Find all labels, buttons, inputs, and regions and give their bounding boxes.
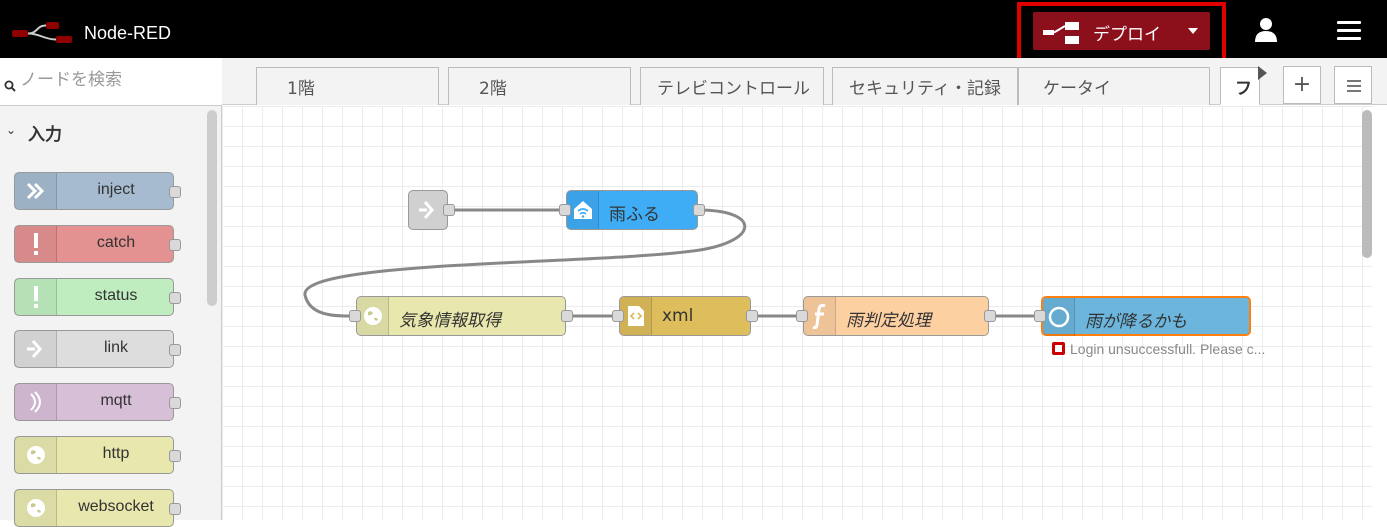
flow-node-label: 雨ふる [609, 205, 660, 225]
flow-node-2[interactable]: 気象情報取得 [356, 296, 566, 336]
chevron-down-icon: ⌄ [6, 123, 17, 137]
category-label: 入力 [28, 125, 62, 145]
palette-node-label: link [103, 339, 128, 357]
canvas-scrollbar[interactable] [1362, 110, 1372, 258]
output-port[interactable] [561, 310, 573, 322]
palette-node-label: http [102, 445, 130, 462]
palette-node-catch[interactable]: catch [14, 224, 181, 263]
tab-0[interactable]: 1階 [256, 67, 439, 105]
code-icon [620, 297, 652, 335]
circle-icon [1043, 298, 1075, 336]
header-bar: Node-RED デプロイ [0, 0, 1387, 68]
app-title: Node-RED [84, 23, 172, 43]
palette-node-label: mqtt [100, 392, 132, 410]
tab-2[interactable]: テレビコントロール [640, 67, 824, 105]
flow-node-3[interactable]: xml [619, 296, 751, 336]
tab-4[interactable]: ケータイ [1018, 67, 1210, 105]
deploy-label: デプロイ [1093, 25, 1161, 45]
output-port[interactable] [169, 397, 181, 410]
input-port[interactable] [559, 204, 571, 216]
exclamation-icon [15, 278, 57, 315]
menu-icon[interactable] [1337, 21, 1361, 45]
palette-node-mqtt[interactable]: mqtt [14, 383, 181, 422]
palette-node-inject[interactable]: inject [14, 172, 181, 210]
output-port[interactable] [169, 502, 181, 515]
palette-node-http[interactable]: http [14, 436, 181, 474]
list-icon-line [1347, 90, 1361, 92]
output-port[interactable] [693, 204, 705, 216]
globe-icon [357, 297, 389, 335]
list-flows-button[interactable] [1334, 66, 1372, 104]
flow-node-label: xml [662, 306, 694, 326]
palette-node-label: status [94, 286, 138, 304]
deploy-button[interactable]: デプロイ [1033, 12, 1210, 50]
tab-3[interactable]: セキュリティ・記録 [832, 67, 1018, 105]
user-icon[interactable] [1255, 18, 1277, 46]
link-in-icon [409, 191, 447, 229]
arrow-in-icon [15, 173, 57, 209]
globe-icon [15, 437, 57, 473]
add-flow-button[interactable]: + [1283, 66, 1321, 104]
link-arrow-icon [15, 331, 57, 368]
function-icon [804, 297, 836, 335]
output-port[interactable] [746, 310, 758, 322]
input-port[interactable] [1034, 310, 1046, 322]
node-status-text: Login unsuccessfull. Please c... [1070, 341, 1266, 357]
list-icon [1347, 80, 1361, 82]
palette-node-label: inject [97, 181, 135, 198]
palette-node-label: websocket [78, 497, 154, 515]
node-red-logo-icon [12, 22, 74, 48]
list-icon-line [1347, 85, 1361, 87]
output-port[interactable] [169, 344, 181, 357]
flow-node-5[interactable]: 雨が降るかも [1041, 296, 1251, 336]
scroll-right-icon[interactable] [1258, 66, 1267, 80]
input-port[interactable] [796, 310, 808, 322]
flow-node-label: 雨判定処理 [846, 311, 931, 331]
deploy-icon [1043, 22, 1079, 48]
status-indicator-icon [1052, 342, 1065, 355]
flow-node-0[interactable] [408, 190, 448, 230]
input-port[interactable] [349, 310, 361, 322]
palette-node-label: catch [96, 233, 136, 251]
flow-node-label: 気象情報取得 [399, 311, 501, 331]
flow-node-label: 雨が降るかも [1085, 312, 1187, 332]
exclamation-icon [15, 225, 57, 262]
output-port[interactable] [169, 238, 181, 251]
tab-5[interactable]: フ [1220, 67, 1260, 105]
palette-node-link[interactable]: link [14, 330, 181, 369]
output-port[interactable] [169, 186, 181, 198]
output-port[interactable] [984, 310, 996, 322]
output-port[interactable] [169, 291, 181, 304]
radio-waves-icon [15, 384, 57, 421]
input-port[interactable] [612, 310, 624, 322]
flow-node-1[interactable]: 雨ふる [566, 190, 698, 230]
output-port[interactable] [169, 450, 181, 462]
flow-node-4[interactable]: 雨判定処理 [803, 296, 989, 336]
tab-1[interactable]: 2階 [448, 67, 631, 105]
wifi-home-icon [567, 191, 599, 229]
palette-search [0, 58, 222, 106]
search-input[interactable] [20, 70, 200, 90]
output-port[interactable] [443, 204, 455, 216]
palette-node-status[interactable]: status [14, 277, 181, 316]
palette-scrollbar[interactable] [207, 110, 217, 306]
palette-category-input[interactable]: ⌄ 入力 [0, 106, 204, 154]
search-icon [4, 77, 16, 96]
chevron-down-icon[interactable] [1188, 28, 1198, 34]
